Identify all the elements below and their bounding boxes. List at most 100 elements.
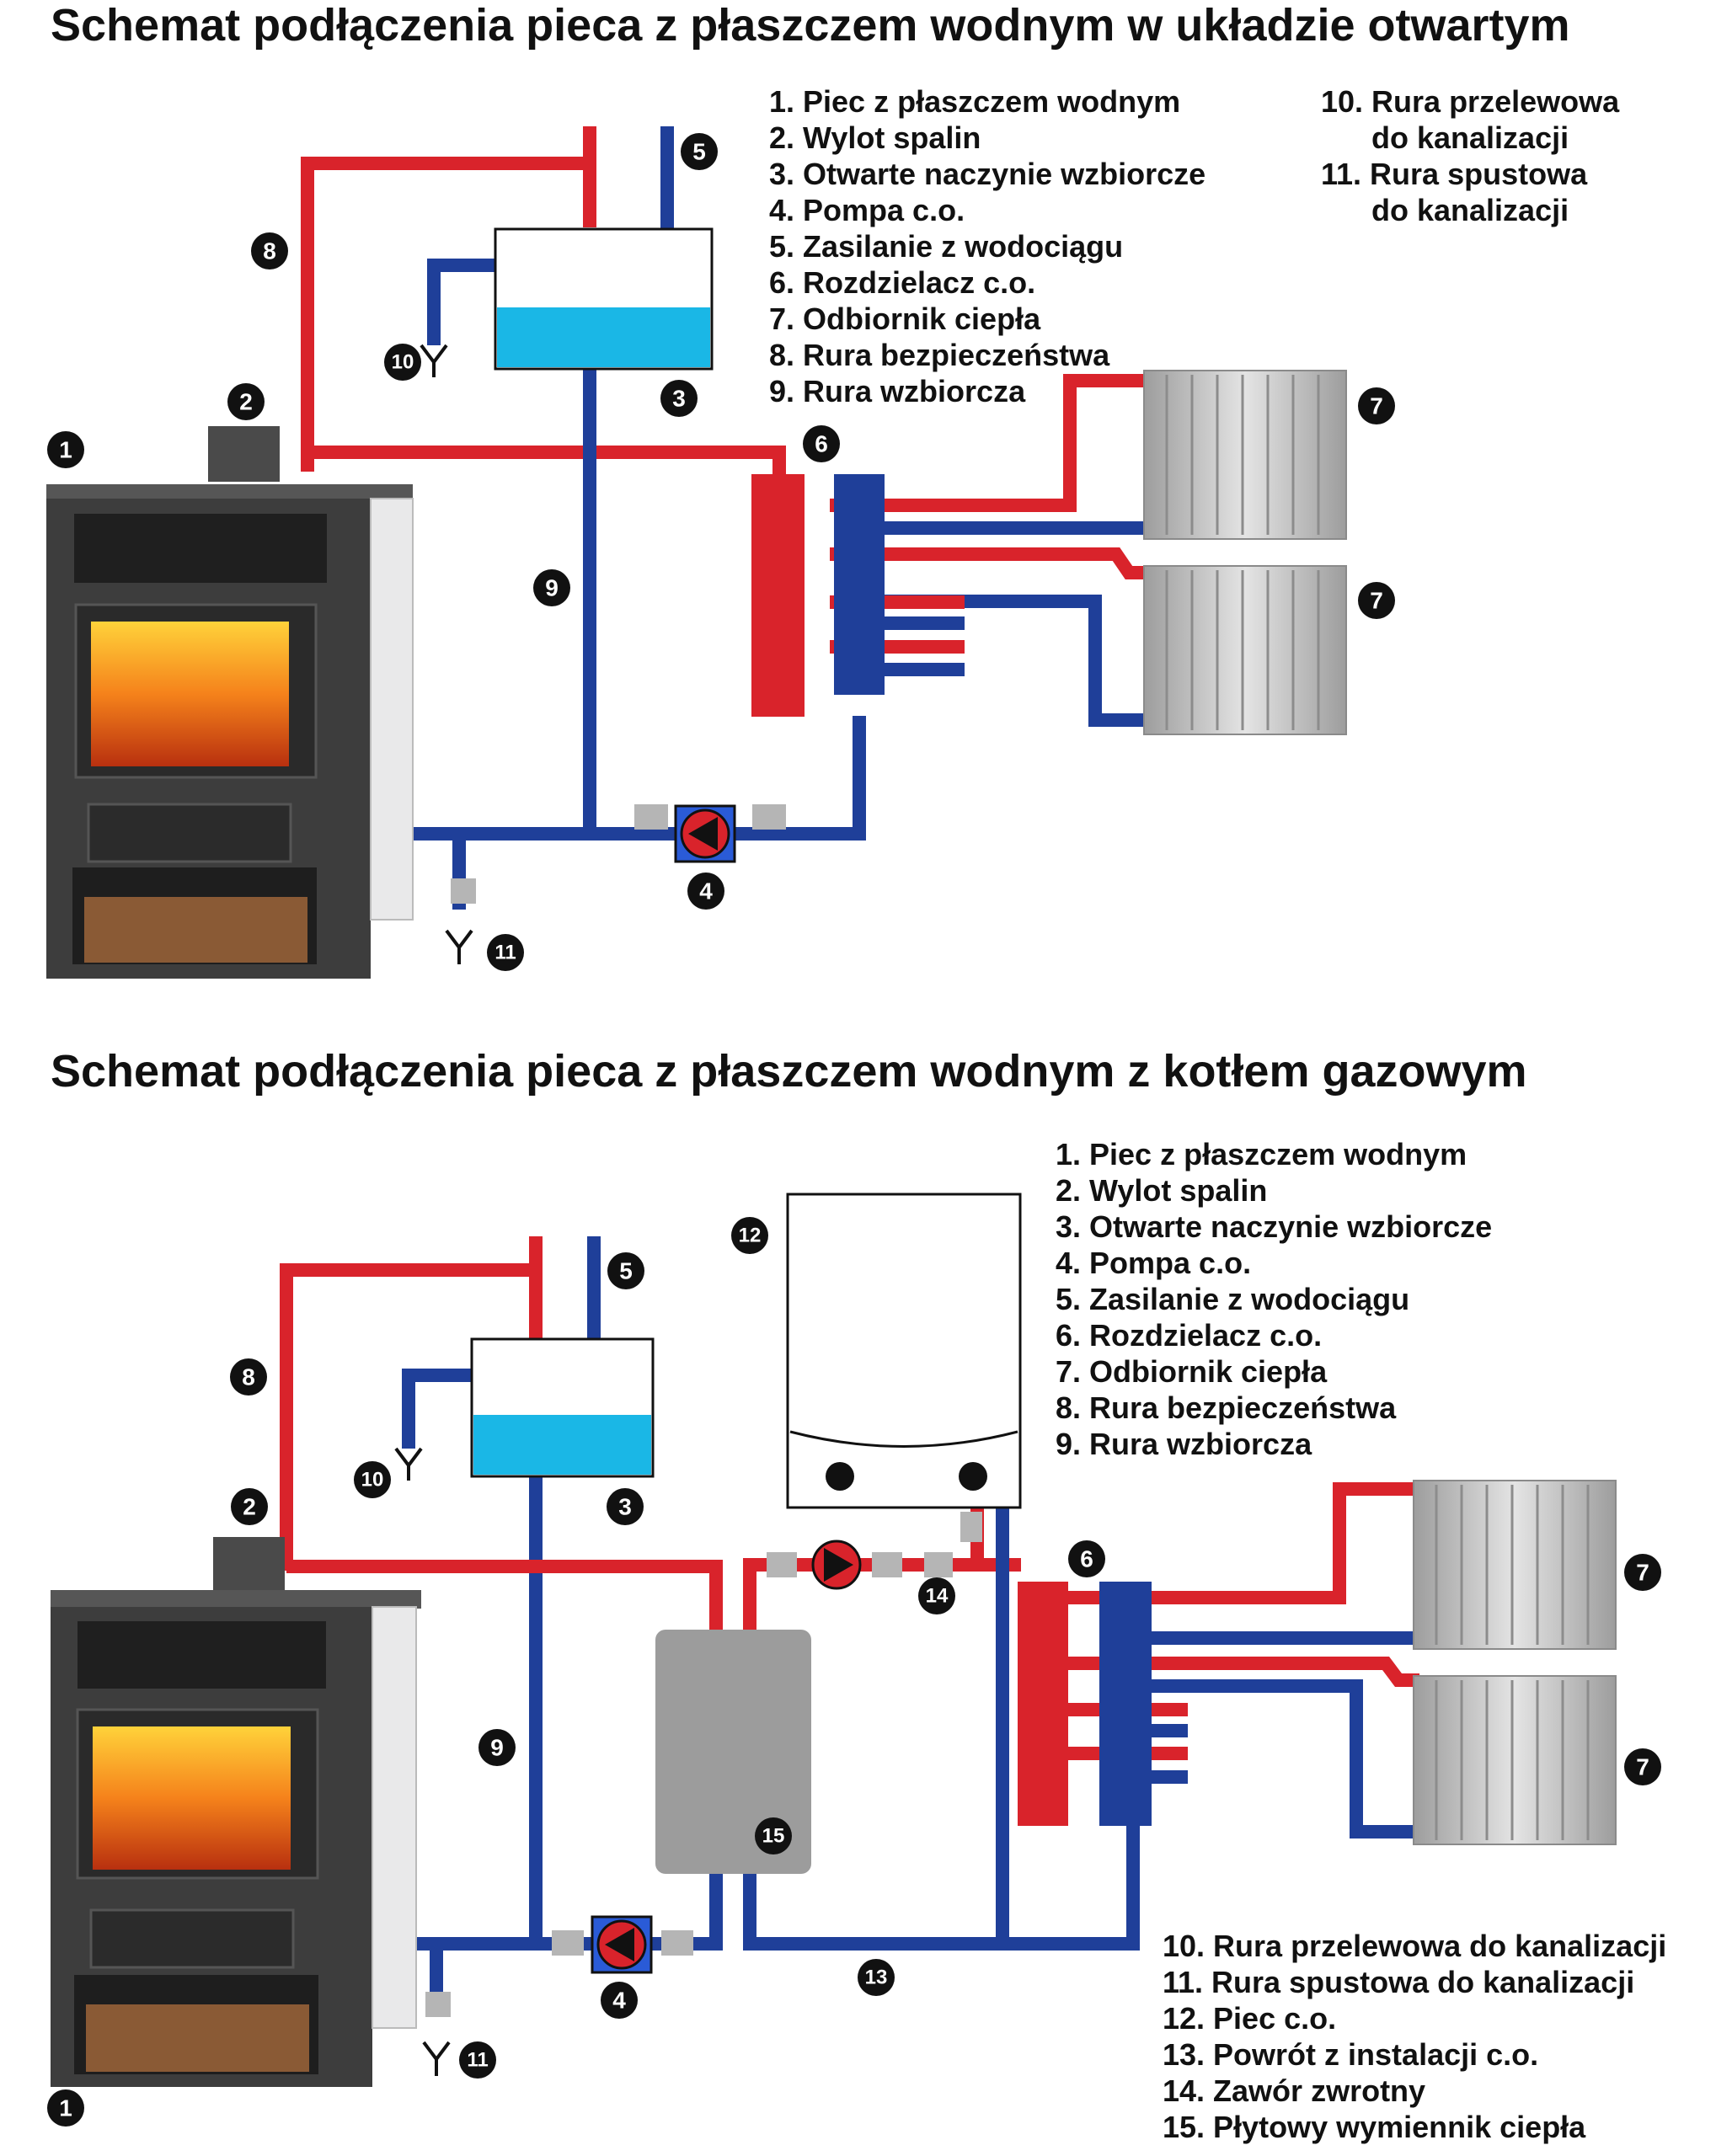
bottom-legend-item: 13. Powrót z instalacji c.o.: [1163, 2037, 1538, 2072]
expansion-tank: [494, 227, 714, 371]
svg-text:11: 11: [467, 2049, 488, 2072]
svg-text:3: 3: [618, 1494, 632, 1520]
badge: 2: [231, 1488, 268, 1525]
badge: 1: [47, 2089, 84, 2127]
pump: [634, 804, 786, 863]
radiator-supply-1: [830, 374, 1150, 512]
top-legend-item: 1. Piec z płaszczem wodnym: [769, 84, 1180, 119]
badge: 6: [803, 425, 840, 462]
svg-text:4: 4: [612, 1988, 626, 2014]
badge: 14: [918, 1577, 955, 1614]
svg-text:5: 5: [692, 139, 706, 165]
top-legend-item: 11. Rura spustowa: [1321, 157, 1588, 191]
top-legend-2: 10. Rura przelewowa do kanalizacji 11. R…: [1321, 84, 1620, 227]
top-diagram: Schemat podłączenia pieca z płaszczem wo…: [46, 0, 1620, 979]
radiator-return-2: [868, 595, 1150, 727]
stove: [46, 426, 414, 979]
manifold-return: [834, 474, 885, 695]
manifold-supply: [751, 474, 805, 717]
badge: 7: [1358, 387, 1395, 424]
top-legend-item: do kanalizacji: [1371, 193, 1569, 227]
badge: 4: [601, 1982, 638, 2019]
badge: 1: [47, 431, 84, 468]
top-legend-item: 3. Otwarte naczynie wzbiorcze: [769, 157, 1205, 191]
overflow-pipe: [427, 259, 497, 345]
bottom-pipes: [280, 1236, 1419, 2004]
badge: 10: [384, 344, 421, 381]
bottom-legend-item: 10. Rura przelewowa do kanalizacji: [1163, 1929, 1666, 1963]
top-badges: 1 2 3 4 5 6 7 7 8 9 10 11: [47, 133, 1395, 971]
bottom-diagram: Schemat podłączenia pieca z płaszczem wo…: [47, 1046, 1666, 2144]
return-pipe: [404, 716, 866, 841]
top-legend-item: 6. Rozdzielacz c.o.: [769, 265, 1035, 300]
bottom-legend-item: 5. Zasilanie z wodociągu: [1056, 1282, 1409, 1316]
bottom-legend-item: 6. Rozdzielacz c.o.: [1056, 1318, 1322, 1353]
plate-heat-exchanger: [655, 1630, 811, 1874]
safety-pipe: [301, 157, 596, 472]
pump: [767, 1540, 902, 1590]
top-pipes: [301, 126, 1150, 910]
drain-valve: [445, 878, 476, 964]
radiator: [1143, 370, 1347, 540]
svg-text:6: 6: [1080, 1546, 1093, 1572]
badge: 2: [227, 383, 265, 420]
stove: [51, 1537, 421, 2087]
svg-text:15: 15: [762, 1825, 785, 1848]
bottom-badges: 1 2 3 4 5 6 7 7 8 9 10 11 12 13 14 15: [47, 1217, 1661, 2127]
svg-text:2: 2: [239, 389, 253, 415]
radiator: [1143, 565, 1347, 735]
bottom-legend-item: 12. Piec c.o.: [1163, 2001, 1336, 2036]
badge: 11: [459, 2041, 496, 2079]
badge: 15: [755, 1817, 792, 1854]
top-legend-item: 9. Rura wzbiorcza: [769, 374, 1026, 408]
svg-text:1: 1: [59, 2095, 72, 2121]
bottom-legend-item: 14. Zawór zwrotny: [1163, 2073, 1425, 2108]
fire: [91, 622, 289, 766]
badge: 8: [251, 232, 288, 270]
badge: 12: [731, 1217, 768, 1254]
top-title: Schemat podłączenia pieca z płaszczem wo…: [51, 0, 1570, 51]
drain-valve: [422, 1992, 451, 2076]
svg-text:9: 9: [490, 1735, 504, 1761]
bottom-title: Schemat podłączenia pieca z płaszczem wo…: [51, 1046, 1527, 1097]
top-legend-item: 10. Rura przelewowa: [1321, 84, 1620, 119]
safety-pipe: [280, 1263, 543, 1571]
pump: [552, 1915, 693, 1974]
radiator-supply-2: [1045, 1657, 1419, 1687]
top-legend-item: 2. Wylot spalin: [769, 120, 981, 155]
radiator-supply-2: [830, 547, 1150, 579]
check-valve: [924, 1552, 953, 1577]
svg-text:3: 3: [672, 386, 686, 412]
svg-text:8: 8: [242, 1364, 255, 1390]
svg-text:11: 11: [494, 942, 516, 964]
svg-text:7: 7: [1636, 1754, 1649, 1780]
badge: 7: [1624, 1554, 1661, 1591]
fire: [93, 1726, 291, 1870]
top-legend-item: 8. Rura bezpieczeństwa: [769, 338, 1110, 372]
svg-text:10: 10: [361, 1469, 384, 1492]
badge: 10: [354, 1461, 391, 1498]
svg-text:7: 7: [1370, 588, 1383, 614]
badge: 7: [1358, 582, 1395, 619]
svg-text:12: 12: [739, 1225, 762, 1247]
bottom-legend-item: 11. Rura spustowa do kanalizacji: [1163, 1965, 1634, 1999]
radiator: [1413, 1675, 1617, 1845]
expansion-tank: [470, 1337, 655, 1478]
badge: 11: [487, 934, 524, 971]
badge: 5: [681, 133, 718, 170]
radiator-return-2: [1133, 1679, 1419, 1838]
svg-text:6: 6: [815, 431, 828, 457]
bottom-legend-1: 1. Piec z płaszczem wodnym 2. Wylot spal…: [1056, 1137, 1492, 1461]
overflow-pipe: [402, 1369, 473, 1449]
exchanger-return: [404, 1874, 723, 1951]
bottom-legend-item: 3. Otwarte naczynie wzbiorcze: [1056, 1209, 1492, 1244]
top-legend-item: 5. Zasilanie z wodociągu: [769, 229, 1123, 264]
badge: 5: [607, 1252, 644, 1289]
bottom-legend-item: 1. Piec z płaszczem wodnym: [1056, 1137, 1467, 1171]
manifold-return: [1099, 1582, 1152, 1826]
badge: 13: [858, 1959, 895, 1996]
gas-boiler: [786, 1193, 1022, 1542]
badge: 7: [1624, 1748, 1661, 1785]
supply-pipe: [307, 446, 786, 476]
bottom-legend-item: 7. Odbiornik ciepła: [1056, 1354, 1328, 1389]
